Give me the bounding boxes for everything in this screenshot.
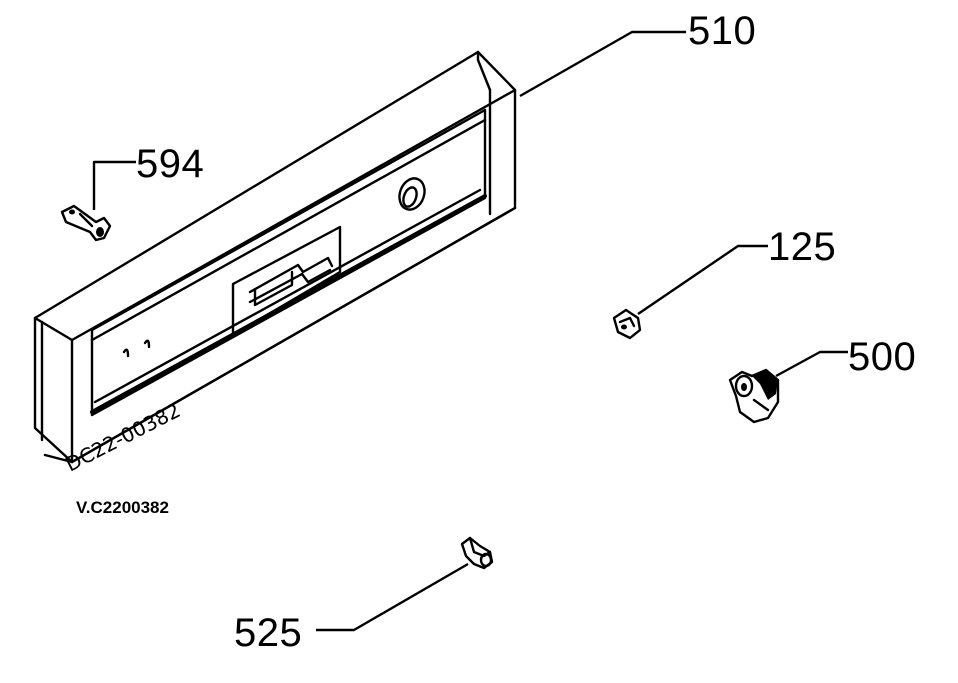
diagram-reference-code: V.C2200382	[76, 498, 169, 517]
cap-125[interactable]	[612, 308, 642, 340]
knob-500[interactable]	[728, 368, 780, 424]
plunger-525[interactable]	[460, 536, 494, 570]
leader-line-525	[316, 562, 469, 632]
callout-label-125: 125	[768, 225, 836, 269]
callout-label-525: 525	[234, 611, 302, 655]
clip-594[interactable]	[60, 204, 112, 242]
callout-label-594: 594	[136, 142, 204, 186]
leader-line-125	[637, 244, 768, 315]
callout-label-500: 500	[848, 335, 916, 379]
leader-line-500	[775, 350, 848, 378]
callout-label-510: 510	[688, 9, 756, 53]
leader-line-510	[519, 30, 686, 98]
leader-line-594	[92, 160, 136, 210]
control-panel-510[interactable]	[33, 50, 517, 464]
